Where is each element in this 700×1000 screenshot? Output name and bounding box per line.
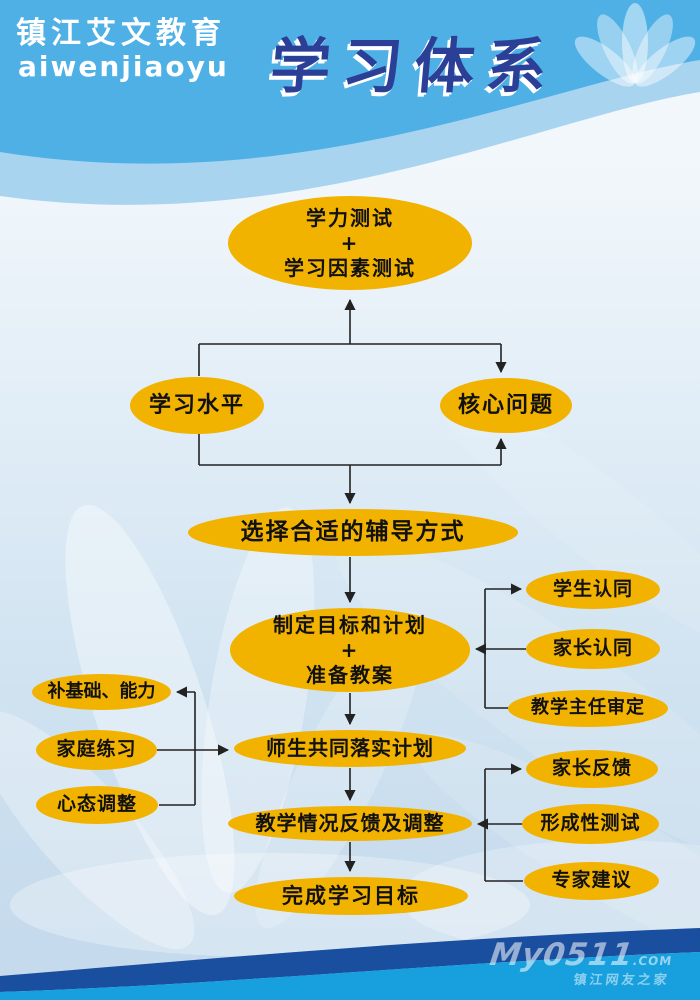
header-wave	[0, 0, 700, 205]
node-home-practice: 家庭练习	[36, 730, 157, 770]
node-foundation: 补基础、能力	[32, 674, 171, 710]
brand-pinyin: aiwenjiaoyu	[18, 50, 229, 83]
node-director-review: 教学主任审定	[508, 690, 668, 727]
node-formative-test: 形成性测试	[522, 804, 659, 844]
node-parent-feedback: 家长反馈	[526, 750, 658, 788]
brand-name: 镇江艾文教育	[16, 16, 226, 51]
site-watermark: My0511.COM 镇江网友之家	[486, 937, 675, 988]
page-title: 学习体系	[267, 32, 562, 102]
node-feedback: 教学情况反馈及调整	[228, 806, 472, 841]
node-core-problem: 核心问题	[440, 378, 572, 433]
node-line: 制定目标和计划	[273, 612, 427, 637]
node-line: 准备教案	[306, 662, 394, 687]
watermark-domain: .COM	[631, 954, 674, 968]
node-goal: 完成学习目标	[234, 877, 468, 915]
node-line: 学力测试	[306, 205, 394, 230]
node-study-level: 学习水平	[130, 377, 264, 434]
node-line: +	[340, 230, 360, 255]
node-parent-agree: 家长认同	[526, 629, 660, 669]
node-assessment: 学力测试 + 学习因素测试	[228, 196, 472, 290]
node-choose-method: 选择合适的辅导方式	[188, 509, 518, 556]
watermark-site: 镇江网友之家	[572, 973, 671, 988]
watermark-brand: My0511	[487, 937, 637, 973]
node-student-agree: 学生认同	[526, 570, 660, 609]
lotus-logo-icon	[574, 3, 696, 87]
node-mindset: 心态调整	[36, 786, 158, 824]
node-implement: 师生共同落实计划	[234, 730, 466, 767]
node-plan: 制定目标和计划 + 准备教案	[230, 608, 470, 692]
node-line: 学习因素测试	[284, 255, 416, 280]
node-expert-advice: 专家建议	[524, 862, 659, 900]
node-line: +	[340, 637, 360, 662]
